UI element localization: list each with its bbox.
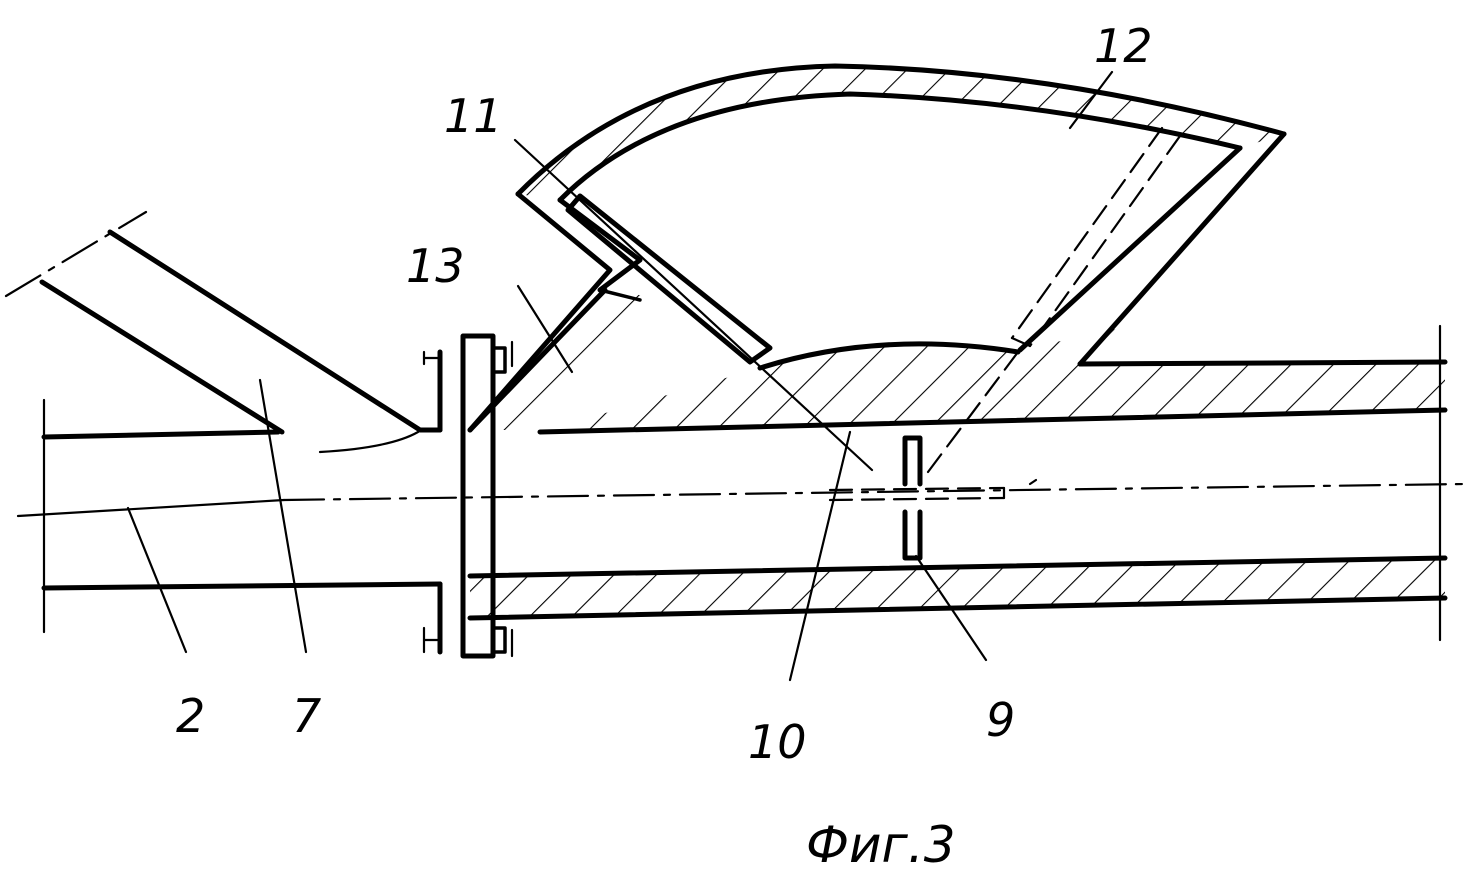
callout-13: 13: [406, 239, 465, 293]
callout-2: 2: [176, 689, 205, 743]
leader-lines: [126, 70, 1114, 682]
callout-9: 9: [986, 693, 1015, 747]
main-body: [467, 287, 1448, 642]
flange: [422, 333, 514, 659]
nozzle-assembly: [828, 435, 1038, 561]
inlet-pipe: [41, 398, 443, 655]
figure-caption: Фиг.3: [806, 816, 956, 874]
feed-chute: [4, 210, 443, 435]
callouts: 2 7 9 10 11 12 13: [176, 19, 1153, 769]
callout-10: 10: [748, 715, 807, 769]
callout-7: 7: [292, 689, 321, 743]
callout-11: 11: [444, 89, 503, 143]
callout-12: 12: [1094, 19, 1153, 73]
